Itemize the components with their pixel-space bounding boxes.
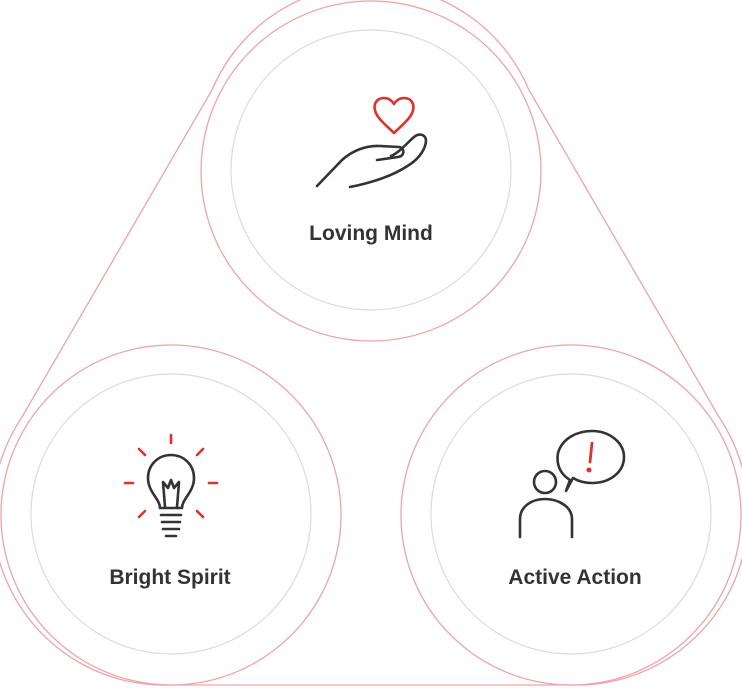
node-label: Loving Mind [309,222,433,245]
node-label: Bright Spirit [109,566,230,589]
lightbulb-icon [123,433,219,538]
inner-circle [230,29,512,311]
node-active-action: Active Action [430,373,712,655]
node-label: Active Action [508,566,641,589]
node-bright-spirit: Bright Spirit [30,373,312,655]
person-speech-bubble-icon [518,429,626,539]
outer-ring-right [400,344,742,686]
heart-in-hand-icon [315,96,428,189]
outer-ring-top [200,0,542,342]
outer-ring-left [0,344,342,686]
node-loving-mind: Loving Mind [230,29,512,311]
